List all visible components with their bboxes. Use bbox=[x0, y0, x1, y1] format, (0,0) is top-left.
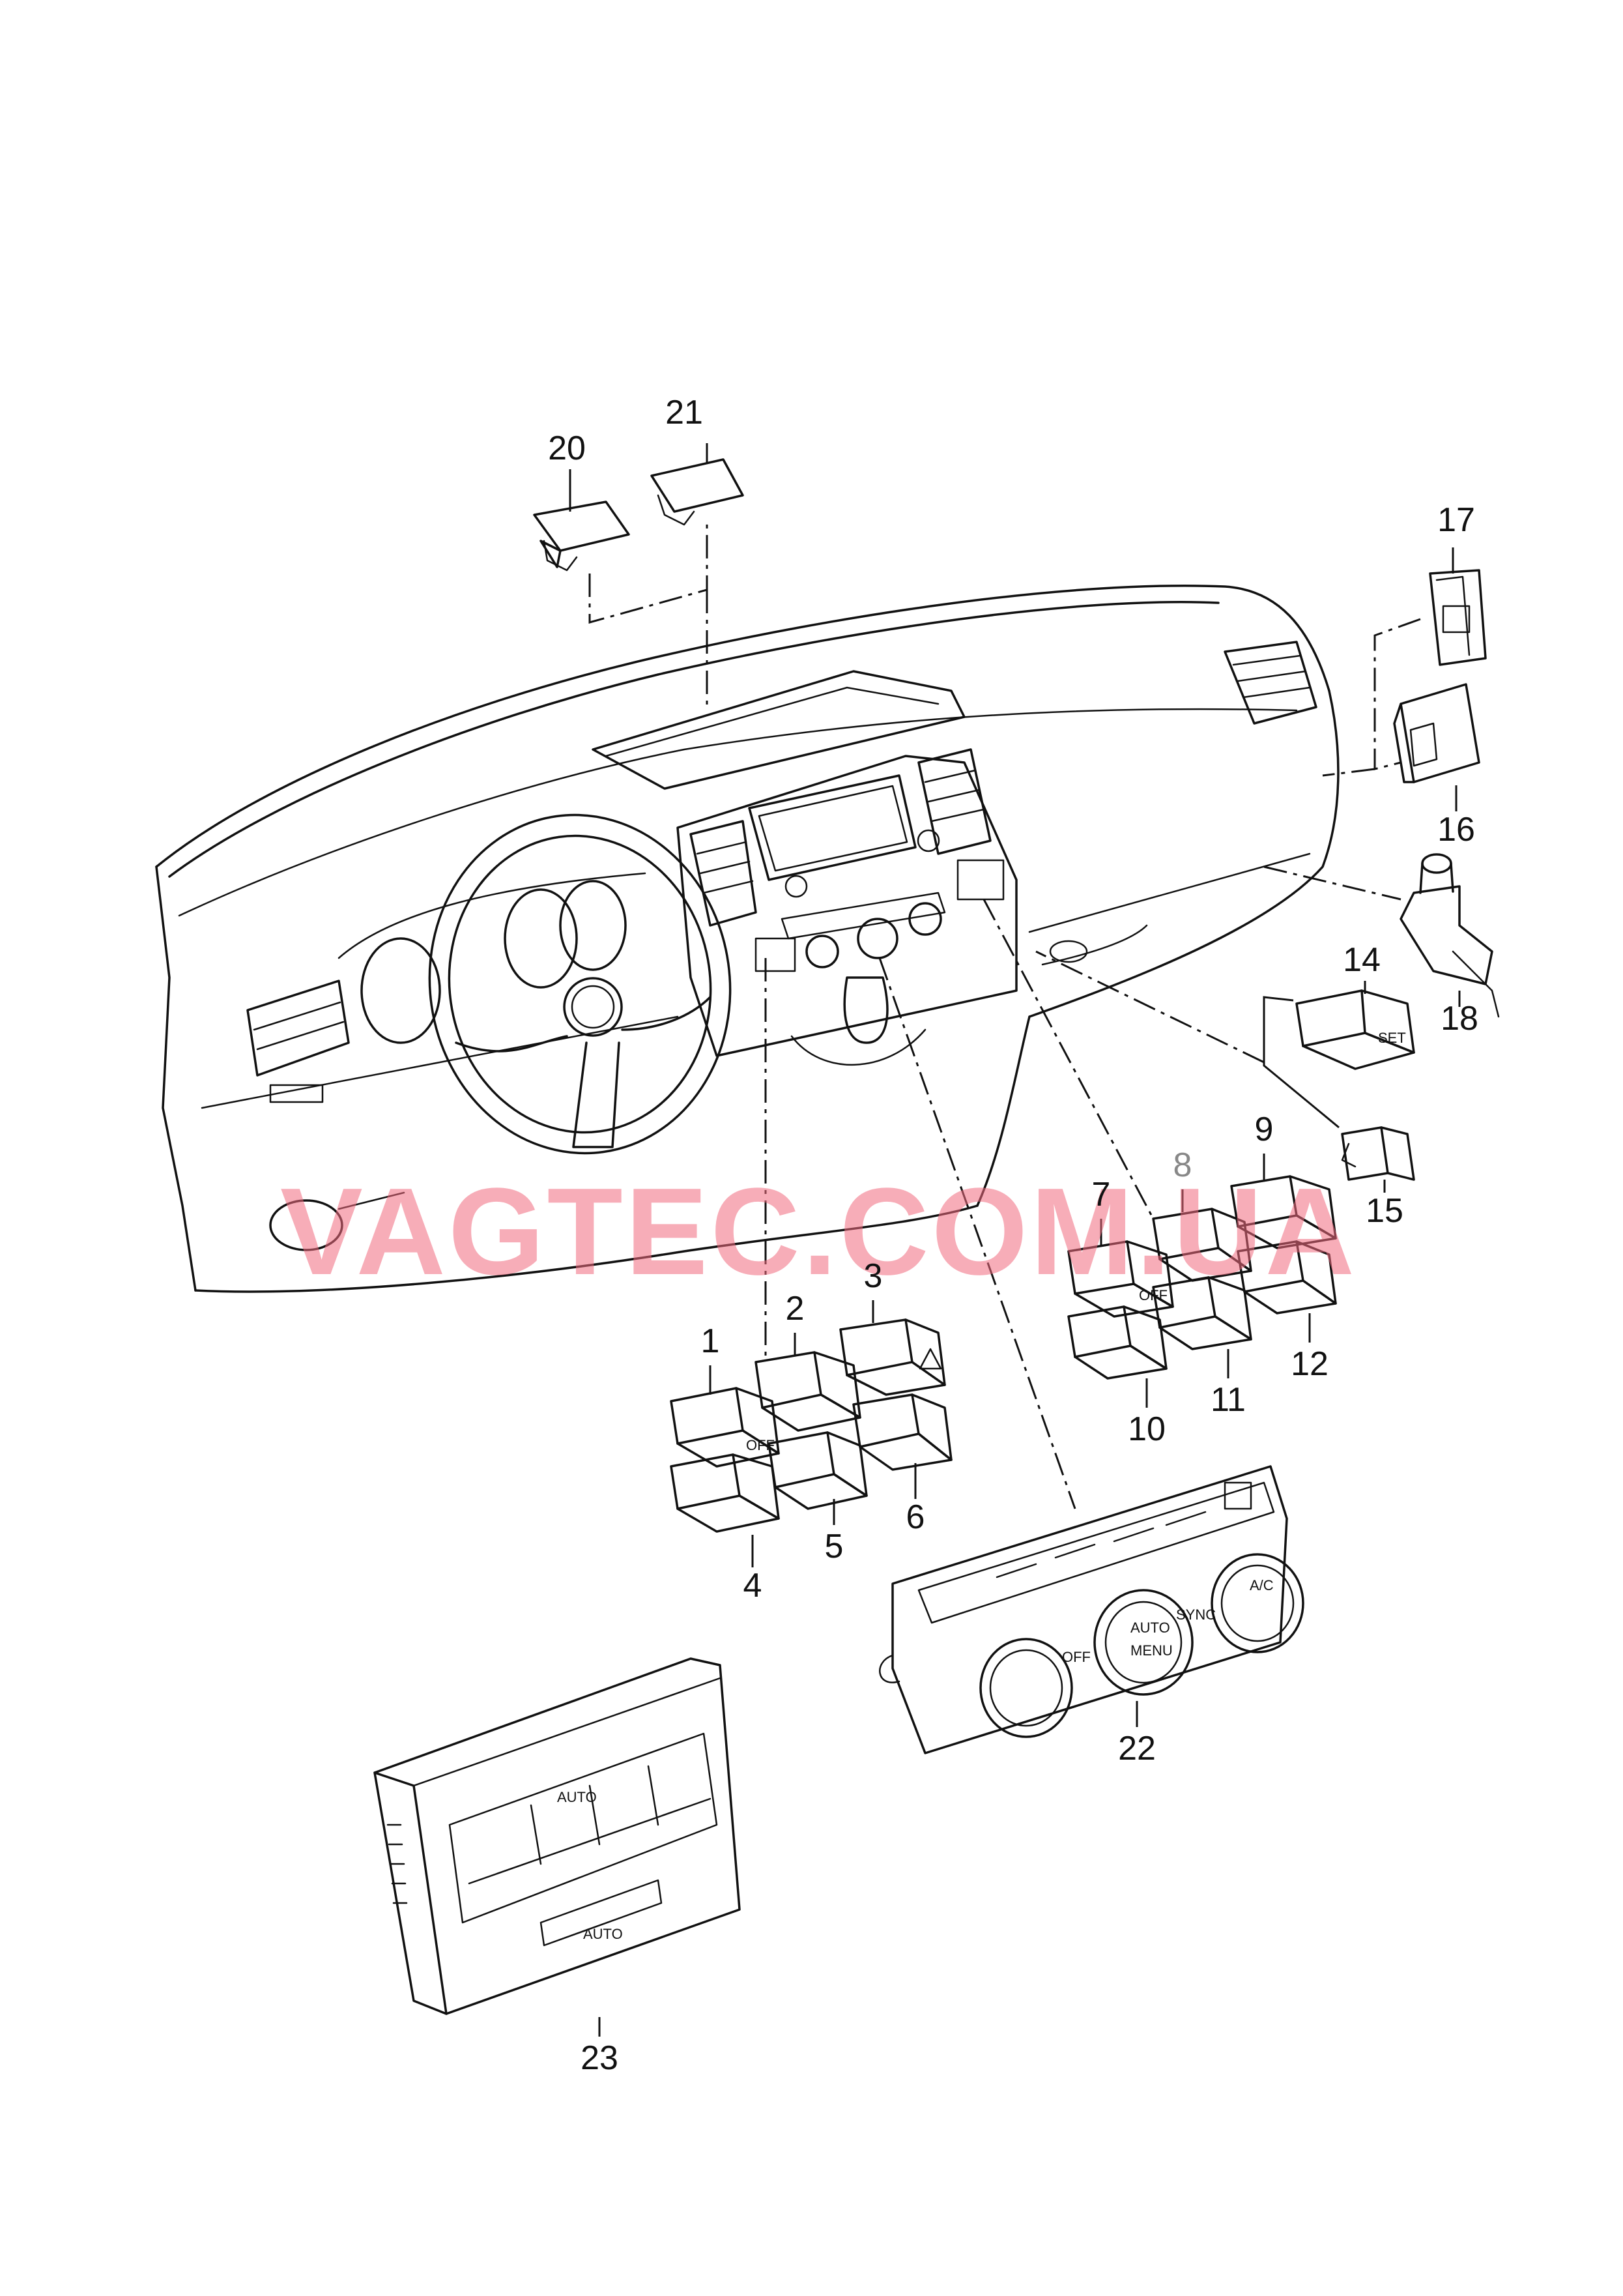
part-cap-20 bbox=[533, 501, 630, 572]
auto-marking-rear-bottom: AUTO bbox=[583, 1926, 623, 1942]
callout-11: 11 bbox=[1211, 1381, 1246, 1419]
callout-17: 17 bbox=[1437, 501, 1475, 539]
watermark: VAGTEC.COM.UA bbox=[280, 1163, 1357, 1301]
callout-9: 9 bbox=[1255, 1111, 1274, 1148]
callout-8: 8 bbox=[1173, 1146, 1192, 1184]
callout-21: 21 bbox=[665, 394, 703, 431]
sync-marking: SYNC bbox=[1176, 1606, 1216, 1623]
switch-5 bbox=[768, 1431, 868, 1510]
menu-marking: MENU bbox=[1130, 1642, 1173, 1659]
dashboard-illustration bbox=[155, 585, 1340, 1293]
callout-20: 20 bbox=[548, 429, 586, 467]
callout-23: 23 bbox=[581, 2039, 618, 2077]
callout-5: 5 bbox=[825, 1528, 844, 1565]
callout-18: 18 bbox=[1441, 1000, 1478, 1038]
callout-15: 15 bbox=[1366, 1192, 1403, 1230]
callout-12: 12 bbox=[1291, 1345, 1329, 1383]
switch-6 bbox=[852, 1393, 953, 1471]
switch-10 bbox=[1067, 1305, 1168, 1380]
part-17 bbox=[1429, 569, 1487, 666]
auto-marking-front: AUTO bbox=[1130, 1620, 1170, 1636]
callout-14: 14 bbox=[1343, 941, 1381, 979]
switch-11 bbox=[1152, 1276, 1252, 1350]
callout-22: 22 bbox=[1118, 1730, 1156, 1767]
callout-6: 6 bbox=[906, 1498, 925, 1536]
part-16 bbox=[1393, 683, 1480, 783]
switch-group-right: OFF bbox=[1067, 1175, 1337, 1380]
callout-numbers: 20 21 17 16 14 18 15 9 8 7 12 11 10 3 2 … bbox=[548, 394, 1478, 2077]
switch-group-left: OFF bbox=[670, 1318, 953, 1533]
callout-4: 4 bbox=[743, 1567, 762, 1605]
callout-16: 16 bbox=[1437, 811, 1475, 849]
switch-1: OFF bbox=[670, 1387, 780, 1468]
callout-1: 1 bbox=[701, 1322, 720, 1360]
part-cap-21 bbox=[650, 458, 744, 526]
leader-lines bbox=[569, 443, 1461, 2037]
switch-7: OFF bbox=[1067, 1240, 1174, 1318]
part-18 bbox=[1400, 853, 1500, 1018]
auto-marking-rear-top: AUTO bbox=[557, 1789, 597, 1805]
climate-control-front: AUTO MENU A/C SYNC OFF bbox=[879, 1465, 1304, 1754]
switch-9 bbox=[1230, 1175, 1337, 1249]
set-marking: SET bbox=[1378, 1030, 1406, 1046]
callout-7: 7 bbox=[1092, 1176, 1111, 1213]
off-marking-22: OFF bbox=[1062, 1649, 1091, 1665]
callout-10: 10 bbox=[1128, 1410, 1166, 1448]
part-15 bbox=[1341, 1126, 1415, 1181]
switch-12 bbox=[1237, 1240, 1337, 1315]
switch-3 bbox=[839, 1318, 946, 1396]
callout-3: 3 bbox=[864, 1257, 883, 1295]
switch-4 bbox=[670, 1453, 780, 1533]
ac-marking: A/C bbox=[1250, 1577, 1274, 1593]
switch-8 bbox=[1152, 1208, 1252, 1282]
climate-control-rear: AUTO AUTO bbox=[373, 1657, 741, 2015]
part-14: SET bbox=[1295, 989, 1415, 1070]
callout-2: 2 bbox=[786, 1290, 805, 1328]
